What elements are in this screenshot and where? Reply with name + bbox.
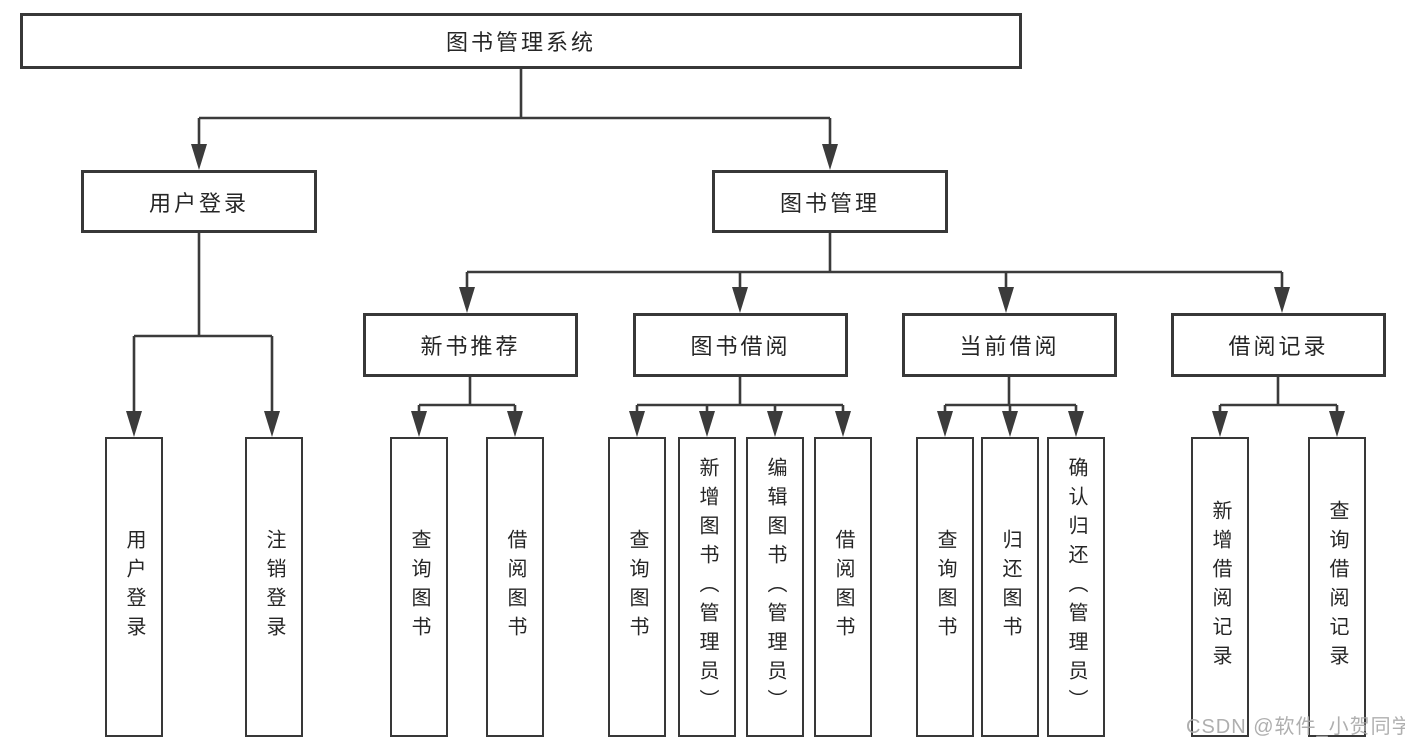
node-borrow-records: 借阅记录 (1171, 313, 1386, 377)
leaf-confirm-return-admin: 确认归还（管理员） (1047, 437, 1105, 737)
node-user-login: 用户登录 (81, 170, 317, 233)
leaf-query-borrow-record-label: 查询借阅记录 (1326, 500, 1348, 674)
leaf-borrow-books-label: 借阅图书 (832, 529, 854, 645)
connector-new-book-fork (411, 377, 523, 437)
node-book-borrow: 图书借阅 (633, 313, 848, 377)
leaf-return-book: 归还图书 (981, 437, 1039, 737)
leaf-query-books-borrow: 查询图书 (608, 437, 666, 737)
leaf-confirm-return-admin-label: 确认归还（管理员） (1065, 456, 1087, 718)
leaf-borrow-books: 借阅图书 (814, 437, 872, 737)
leaf-logout-label: 注销登录 (263, 529, 285, 645)
node-root: 图书管理系统 (20, 13, 1022, 69)
node-root-label: 图书管理系统 (445, 30, 596, 55)
leaf-return-book-label: 归还图书 (999, 529, 1021, 645)
leaf-add-book-admin: 新增图书（管理员） (678, 437, 736, 737)
connector-book-borrow-fork (629, 377, 851, 437)
connector-book-mgmt-fork (459, 233, 1290, 313)
leaf-query-books-rec-label: 查询图书 (408, 529, 430, 645)
leaf-edit-book-admin: 编辑图书（管理员） (746, 437, 804, 737)
connector-user-login-fork (126, 233, 280, 437)
leaf-borrow-books-rec-label: 借阅图书 (504, 529, 526, 645)
node-book-mgmt-label: 图书管理 (779, 190, 880, 216)
node-user-login-label: 用户登录 (148, 190, 249, 216)
node-new-book-rec-label: 新书推荐 (420, 334, 521, 359)
connector-root-to-level2 (191, 69, 838, 170)
leaf-query-books-borrow-label: 查询图书 (626, 529, 648, 645)
leaf-edit-book-admin-label: 编辑图书（管理员） (764, 456, 786, 718)
leaf-borrow-books-rec: 借阅图书 (486, 437, 544, 737)
connector-borrow-records-fork (1212, 377, 1345, 437)
leaf-query-books-current-label: 查询图书 (934, 529, 956, 645)
node-book-borrow-label: 图书借阅 (690, 334, 791, 359)
connector-current-borrow-fork (937, 377, 1084, 437)
leaf-add-book-admin-label: 新增图书（管理员） (696, 456, 718, 718)
node-current-borrow: 当前借阅 (902, 313, 1117, 377)
node-current-borrow-label: 当前借阅 (959, 334, 1060, 359)
leaf-user-login-label: 用户登录 (123, 529, 145, 645)
node-new-book-rec: 新书推荐 (363, 313, 578, 377)
leaf-add-borrow-record: 新增借阅记录 (1191, 437, 1249, 737)
node-book-mgmt: 图书管理 (712, 170, 948, 233)
leaf-add-borrow-record-label: 新增借阅记录 (1209, 500, 1231, 674)
leaf-query-books-rec: 查询图书 (390, 437, 448, 737)
leaf-query-borrow-record: 查询借阅记录 (1308, 437, 1366, 737)
leaf-query-books-current: 查询图书 (916, 437, 974, 737)
leaf-user-login: 用户登录 (105, 437, 163, 737)
watermark: CSDN @软件_小贺同学 (1186, 716, 1405, 738)
leaf-logout: 注销登录 (245, 437, 303, 737)
node-borrow-records-label: 借阅记录 (1228, 334, 1329, 359)
